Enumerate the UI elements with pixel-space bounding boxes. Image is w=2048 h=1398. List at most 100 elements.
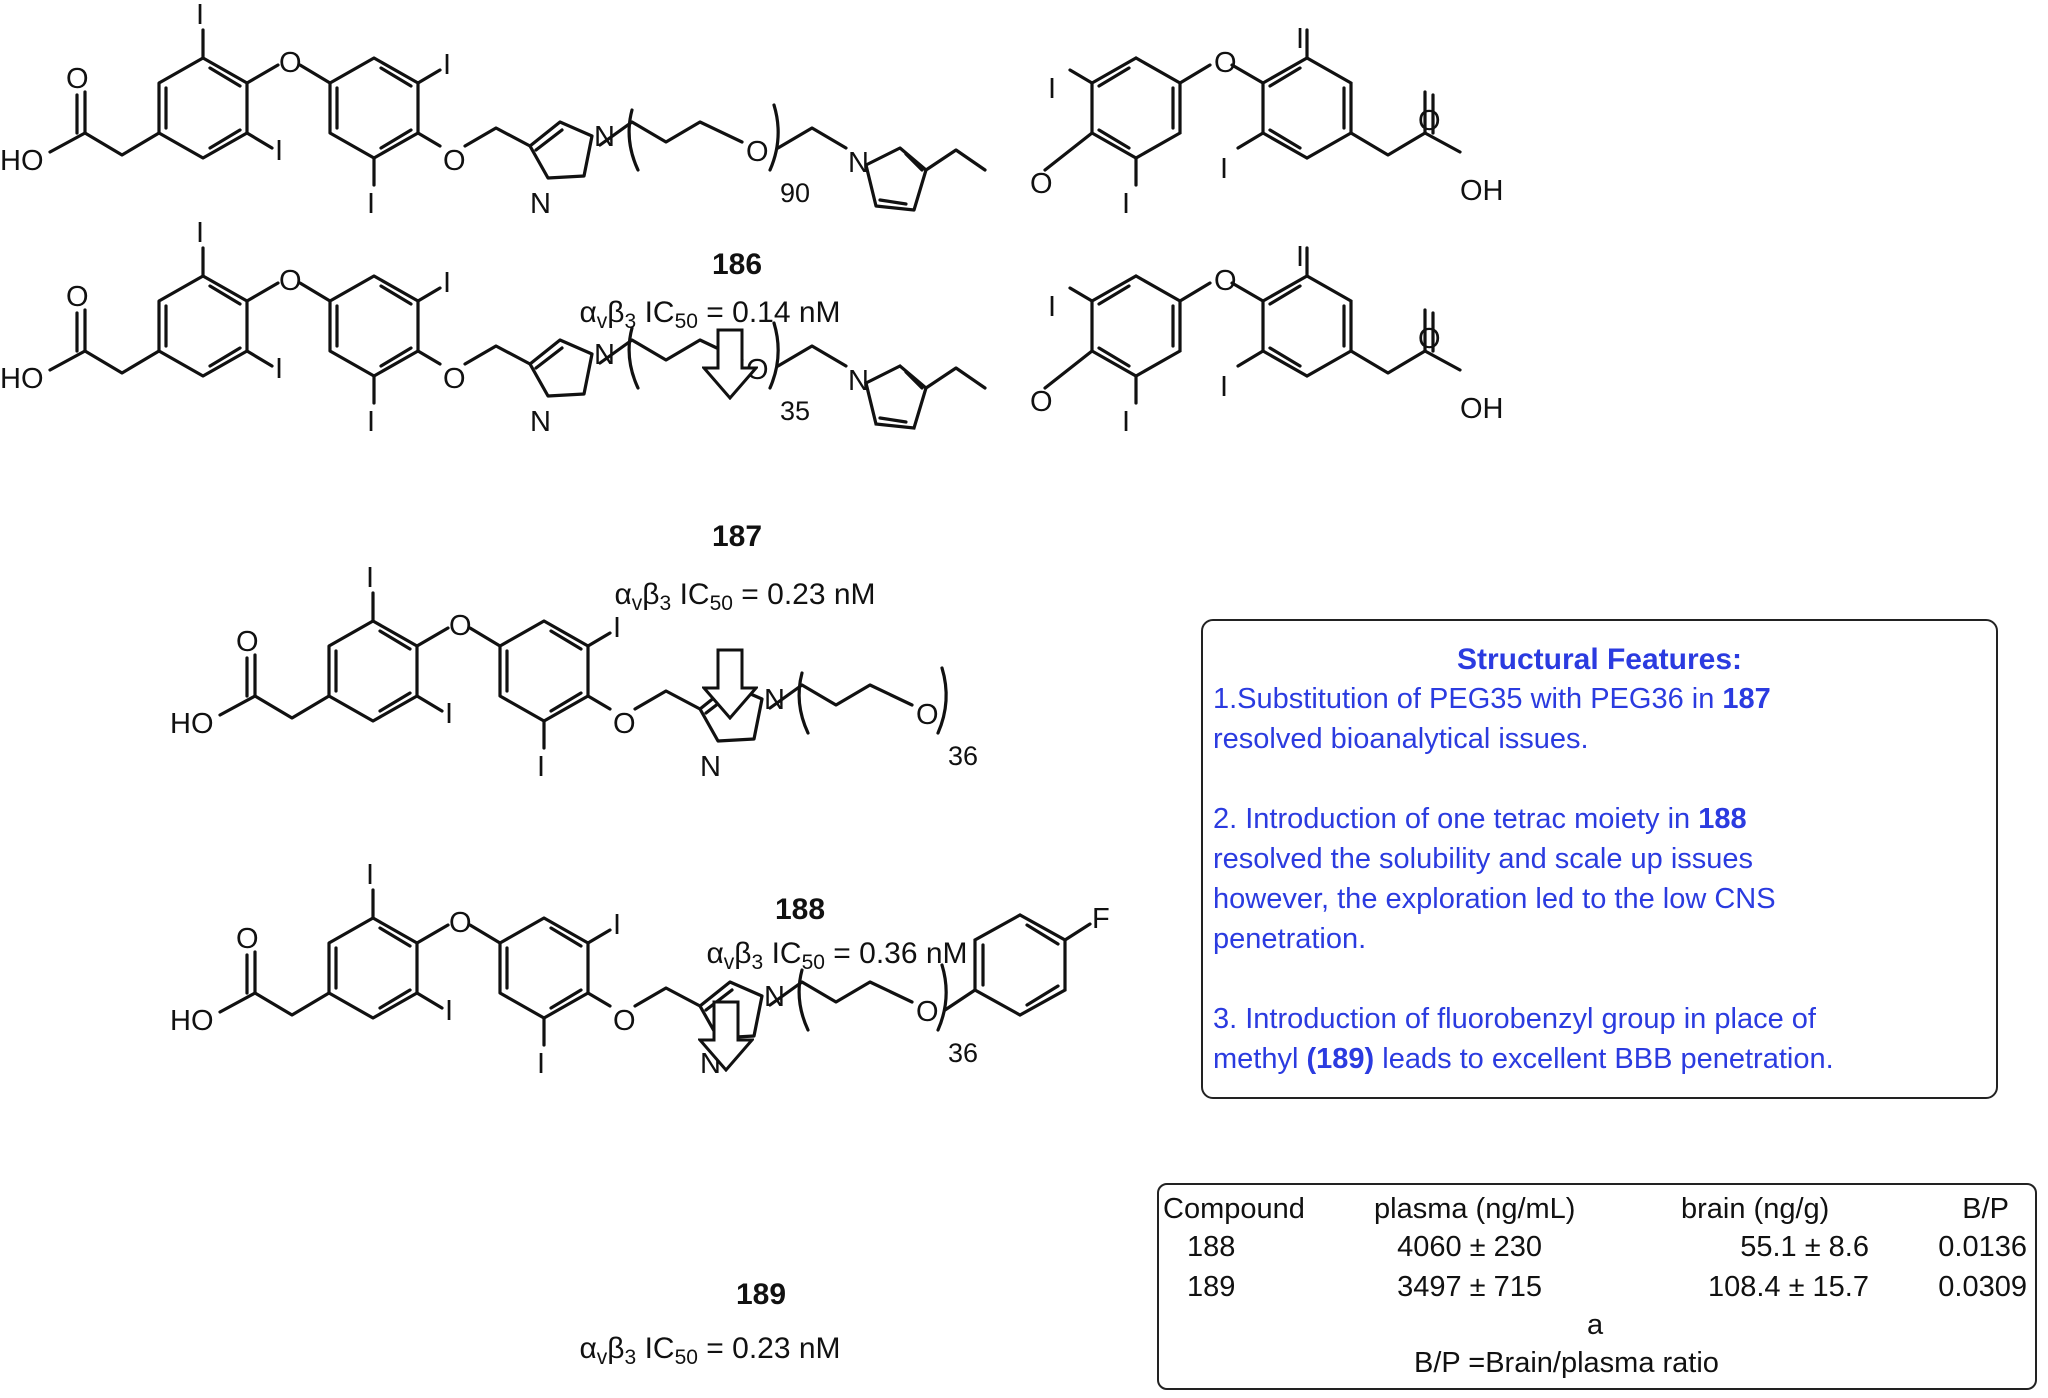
structure-187: [48, 246, 1462, 430]
table-header: plasma (ng/mL): [1374, 1193, 1576, 1225]
down-arrow-icon: [700, 328, 760, 401]
svg-text:I: I: [1296, 23, 1304, 55]
svg-text:I: I: [367, 406, 375, 438]
table-cell: 189: [1187, 1271, 1236, 1303]
svg-text:I: I: [443, 49, 451, 81]
ic50-187: αvβ3 IC50 = 0.23 nM: [614, 578, 876, 615]
down-arrow-icon: [696, 1000, 756, 1073]
svg-text:O: O: [236, 923, 259, 955]
atom-labels-187: I I HO O O I I O N N O 35 N O I I O I I …: [0, 217, 1504, 438]
svg-text:O: O: [1418, 105, 1441, 137]
svg-text:O: O: [1030, 168, 1053, 200]
structure-189: [218, 888, 1092, 1047]
ic50-186: αvβ3 IC50 = 0.14 nM: [579, 296, 841, 333]
svg-text:I: I: [1296, 241, 1304, 273]
ic50-189: αvβ3 IC50 = 0.23 nM: [579, 1332, 841, 1369]
svg-text:I: I: [613, 612, 621, 644]
svg-text:F: F: [1092, 903, 1110, 935]
structure-188: [218, 591, 948, 750]
svg-text:OH: OH: [1460, 175, 1504, 207]
svg-text:O: O: [449, 610, 472, 642]
svg-text:O: O: [236, 626, 259, 658]
svg-text:35: 35: [780, 396, 810, 426]
svg-text:I: I: [443, 267, 451, 299]
svg-text:I: I: [275, 135, 283, 167]
svg-text:36: 36: [948, 1038, 978, 1068]
feature-point-3: 3. Introduction of fluorobenzyl group in…: [1213, 1003, 1834, 1075]
feature-point-1: 1.Substitution of PEG35 with PEG36 in 18…: [1213, 683, 1771, 755]
svg-text:HO: HO: [170, 708, 214, 740]
table-cell: 4060 ± 230: [1397, 1231, 1542, 1263]
svg-text:O: O: [1214, 47, 1237, 79]
svg-text:I: I: [1220, 371, 1228, 403]
svg-text:N: N: [594, 121, 615, 153]
svg-text:O: O: [916, 699, 939, 731]
atom-labels-188: I I HO O O I I O N N O 36: [170, 562, 978, 783]
svg-text:I: I: [196, 217, 204, 249]
svg-text:N: N: [594, 339, 615, 371]
svg-text:O: O: [746, 136, 769, 168]
svg-text:O: O: [613, 1005, 636, 1037]
table-cell: 3497 ± 715: [1397, 1271, 1542, 1303]
table-cell: 0.0136: [1938, 1231, 2027, 1263]
svg-text:N: N: [848, 147, 869, 179]
ic50-188: αvβ3 IC50 = 0.36 nM: [706, 937, 968, 974]
svg-text:I: I: [445, 995, 453, 1027]
svg-text:N: N: [764, 981, 785, 1013]
svg-text:HO: HO: [0, 145, 44, 177]
svg-text:I: I: [1122, 188, 1130, 220]
compound-id-187: 187: [711, 520, 763, 553]
svg-text:I: I: [1048, 291, 1056, 323]
svg-text:O: O: [1214, 265, 1237, 297]
table-cell: 55.1 ± 8.6: [1740, 1231, 1869, 1263]
table-cell: 188: [1187, 1231, 1236, 1263]
svg-text:O: O: [279, 47, 302, 79]
svg-text:N: N: [530, 188, 551, 220]
feature-point-2: 2. Introduction of one tetrac moiety in …: [1213, 803, 1776, 955]
structure-186: [48, 28, 1462, 212]
pk-table: Compound plasma (ng/mL) brain (ng/g) B/P…: [1157, 1183, 2037, 1390]
svg-text:O: O: [66, 281, 89, 313]
svg-text:I: I: [1220, 153, 1228, 185]
svg-text:O: O: [66, 63, 89, 95]
svg-text:O: O: [449, 907, 472, 939]
svg-text:I: I: [445, 698, 453, 730]
atom-labels: I I HO O O I I O N N O 90 N O I I O I I …: [0, 0, 1504, 220]
compound-id-188: 188: [774, 893, 826, 926]
svg-text:O: O: [613, 708, 636, 740]
svg-text:I: I: [367, 188, 375, 220]
svg-text:I: I: [613, 909, 621, 941]
svg-text:I: I: [1048, 73, 1056, 105]
table-header: brain (ng/g): [1681, 1193, 1830, 1225]
table-header: Compound: [1163, 1193, 1305, 1225]
table-footnote: B/P =Brain/plasma ratio: [1414, 1347, 1719, 1379]
svg-text:O: O: [443, 363, 466, 395]
svg-text:I: I: [537, 751, 545, 783]
svg-text:36: 36: [948, 741, 978, 771]
svg-text:N: N: [848, 365, 869, 397]
svg-text:O: O: [443, 145, 466, 177]
svg-text:O: O: [916, 996, 939, 1028]
down-arrow-icon: [700, 648, 760, 721]
svg-text:O: O: [1418, 323, 1441, 355]
svg-text:I: I: [196, 0, 204, 31]
svg-text:O: O: [279, 265, 302, 297]
table-cell: 108.4 ± 15.7: [1707, 1271, 1869, 1303]
svg-text:O: O: [746, 354, 769, 386]
svg-text:I: I: [366, 859, 374, 891]
table-footnote-mark: a: [1587, 1309, 1604, 1341]
svg-text:I: I: [275, 353, 283, 385]
svg-text:I: I: [537, 1048, 545, 1080]
svg-text:N: N: [700, 751, 721, 783]
svg-text:OH: OH: [1460, 393, 1504, 425]
table-header: B/P: [1962, 1193, 2009, 1225]
svg-text:N: N: [764, 684, 785, 716]
compound-id-186: 186: [711, 248, 763, 281]
svg-text:90: 90: [780, 178, 810, 208]
svg-text:HO: HO: [0, 363, 44, 395]
svg-text:N: N: [530, 406, 551, 438]
structural-features-box: Structural Features: 1.Substitution of P…: [1201, 619, 1998, 1099]
atom-labels-189: I I HO O O I I O N N O 36 F: [170, 859, 1110, 1080]
